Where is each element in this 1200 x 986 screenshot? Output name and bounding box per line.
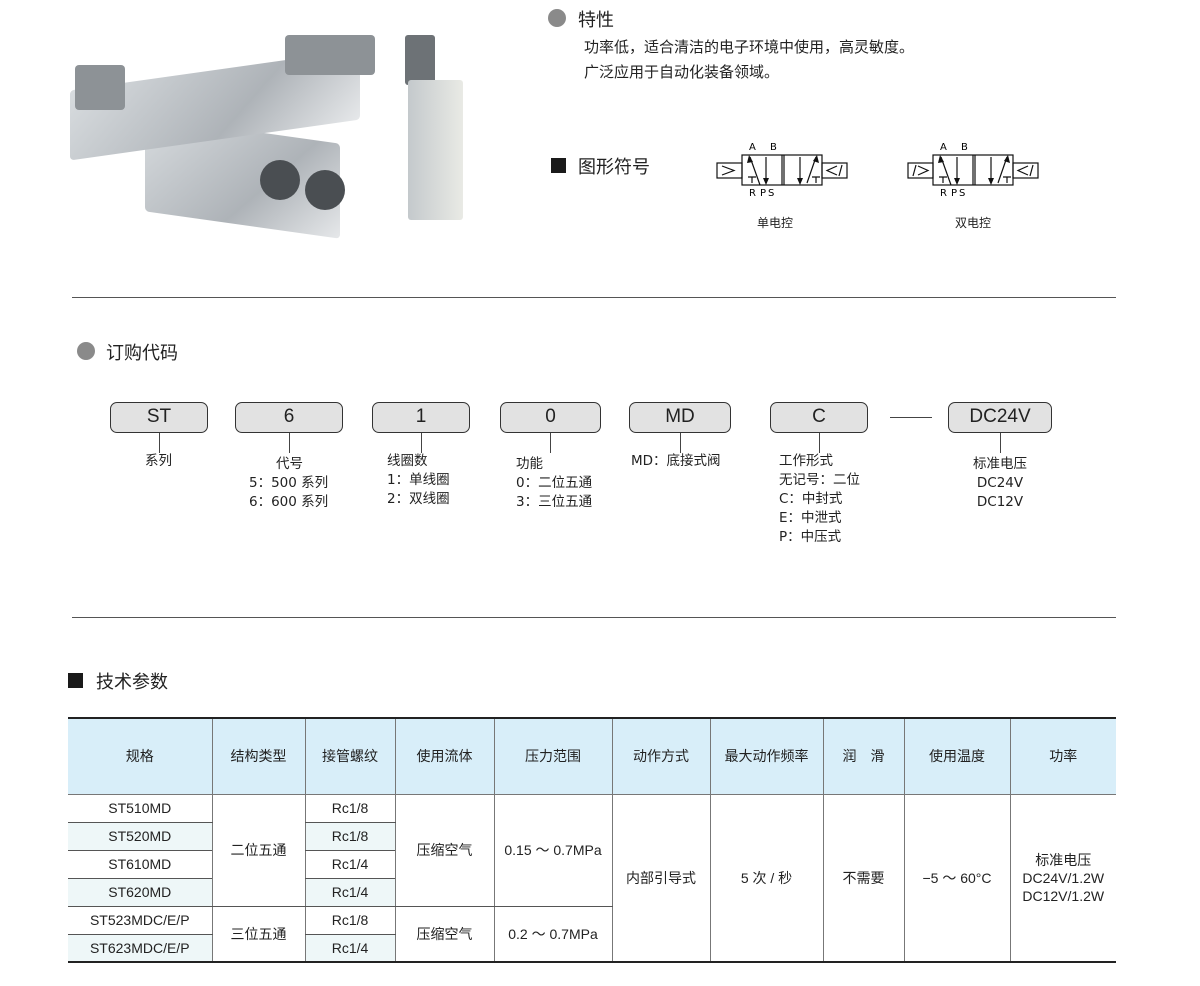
port-p-label: P xyxy=(951,188,957,199)
double-solenoid-caption: 双电控 xyxy=(955,216,992,230)
code-box-series: ST xyxy=(110,402,208,433)
bullet-icon xyxy=(77,342,95,360)
divider xyxy=(72,297,1116,298)
divider xyxy=(72,617,1116,618)
header-cell: 功率 xyxy=(1009,718,1116,795)
table-row: ST520MD Rc1/8 xyxy=(68,822,1116,851)
connector-line xyxy=(680,433,681,453)
code-box-voltage: DC24V xyxy=(948,402,1052,433)
port-s-label: S xyxy=(959,188,965,199)
code-label-mount: MD：底接式阀 xyxy=(631,453,721,469)
header-cell: 使用温度 xyxy=(903,718,1010,795)
features-title: 特性 xyxy=(578,10,614,31)
code-dash xyxy=(890,417,932,418)
symbols-title: 图形符号 xyxy=(578,157,650,178)
features-line: 广泛应用于自动化装备领域。 xyxy=(584,63,780,81)
connector-line xyxy=(159,433,160,453)
code-box-mount: MD xyxy=(629,402,731,433)
code-label-mode: 工作形式 无记号：二位 C：中封式 E：中泄式 P：中压式 xyxy=(779,453,860,545)
code-label-size: 代号 5：500 系列 6：600 系列 xyxy=(249,456,329,510)
code-box-size: 6 xyxy=(235,402,343,433)
connector-line xyxy=(819,433,820,453)
code-label-voltage: 标准电压 DC24V DC12V xyxy=(973,456,1027,510)
order-code-title: 订购代码 xyxy=(106,343,178,364)
table-row: ST610MD Rc1/4 xyxy=(68,850,1116,879)
header-cell: 动作方式 xyxy=(611,718,710,795)
power-cell: 标准电压 DC24V/1.2W DC12V/1.2W xyxy=(1009,794,1116,962)
single-solenoid-caption: 单电控 xyxy=(757,216,794,230)
table-row: ST510MD 二位五通 Rc1/8 压缩空气 0.15 ～ 0.7MPa 内部… xyxy=(68,794,1116,962)
connector-line xyxy=(1000,433,1001,453)
code-label-function: 功能 0：二位五通 3：三位五通 xyxy=(516,456,593,510)
port-r-label: R xyxy=(940,188,947,199)
connector-line xyxy=(289,433,290,453)
code-label-coils: 线圈数 1：单线圈 2：双线圈 xyxy=(387,453,450,507)
port-a-label: A xyxy=(940,142,947,153)
double-solenoid-symbol-icon: A B R P S xyxy=(907,142,1039,199)
code-box-mode: C xyxy=(770,402,868,433)
table-header-row: 规格 结构类型 接管螺纹 使用流体 压力范围 动作方式 最大动作频率 润 滑 使… xyxy=(68,718,1116,795)
features-line: 功率低，适合清洁的电子环境中使用，高灵敏度。 xyxy=(584,38,915,56)
header-cell: 压力范围 xyxy=(493,718,612,795)
header-cell: 润 滑 xyxy=(822,718,904,795)
code-box-function: 0 xyxy=(500,402,601,433)
bullet-square-icon xyxy=(68,673,83,688)
port-b-label: B xyxy=(961,142,968,153)
bullet-square-icon xyxy=(551,158,566,173)
port-b-label: B xyxy=(770,142,777,153)
single-solenoid-symbol-icon: A B R P S xyxy=(716,142,848,199)
header-cell: 最大动作频率 xyxy=(709,718,823,795)
header-cell: 使用流体 xyxy=(394,718,494,795)
port-a-label: A xyxy=(749,142,756,153)
port-s-label: S xyxy=(768,188,774,199)
code-box-coils: 1 xyxy=(372,402,470,433)
port-p-label: P xyxy=(760,188,766,199)
port-r-label: R xyxy=(749,188,756,199)
connector-line xyxy=(421,433,422,453)
bullet-icon xyxy=(548,9,566,27)
header-cell: 结构类型 xyxy=(211,718,305,795)
header-cell: 规格 xyxy=(68,718,212,795)
header-cell: 接管螺纹 xyxy=(304,718,395,795)
specs-title: 技术参数 xyxy=(96,672,168,693)
product-photo-single-valve xyxy=(400,35,470,225)
table-row: ST620MD Rc1/4 xyxy=(68,878,1116,907)
table-row: ST623MDC/E/P Rc1/4 xyxy=(68,934,1116,962)
connector-line xyxy=(550,433,551,453)
product-photo-manifold xyxy=(70,30,390,240)
table-row: ST523MDC/E/P 三位五通 Rc1/8 压缩空气 0.2 ～ 0.7MP… xyxy=(68,906,1116,962)
code-label-series: 系列 xyxy=(145,453,172,469)
specs-table: 规格 结构类型 接管螺纹 使用流体 压力范围 动作方式 最大动作频率 润 滑 使… xyxy=(68,717,1116,963)
